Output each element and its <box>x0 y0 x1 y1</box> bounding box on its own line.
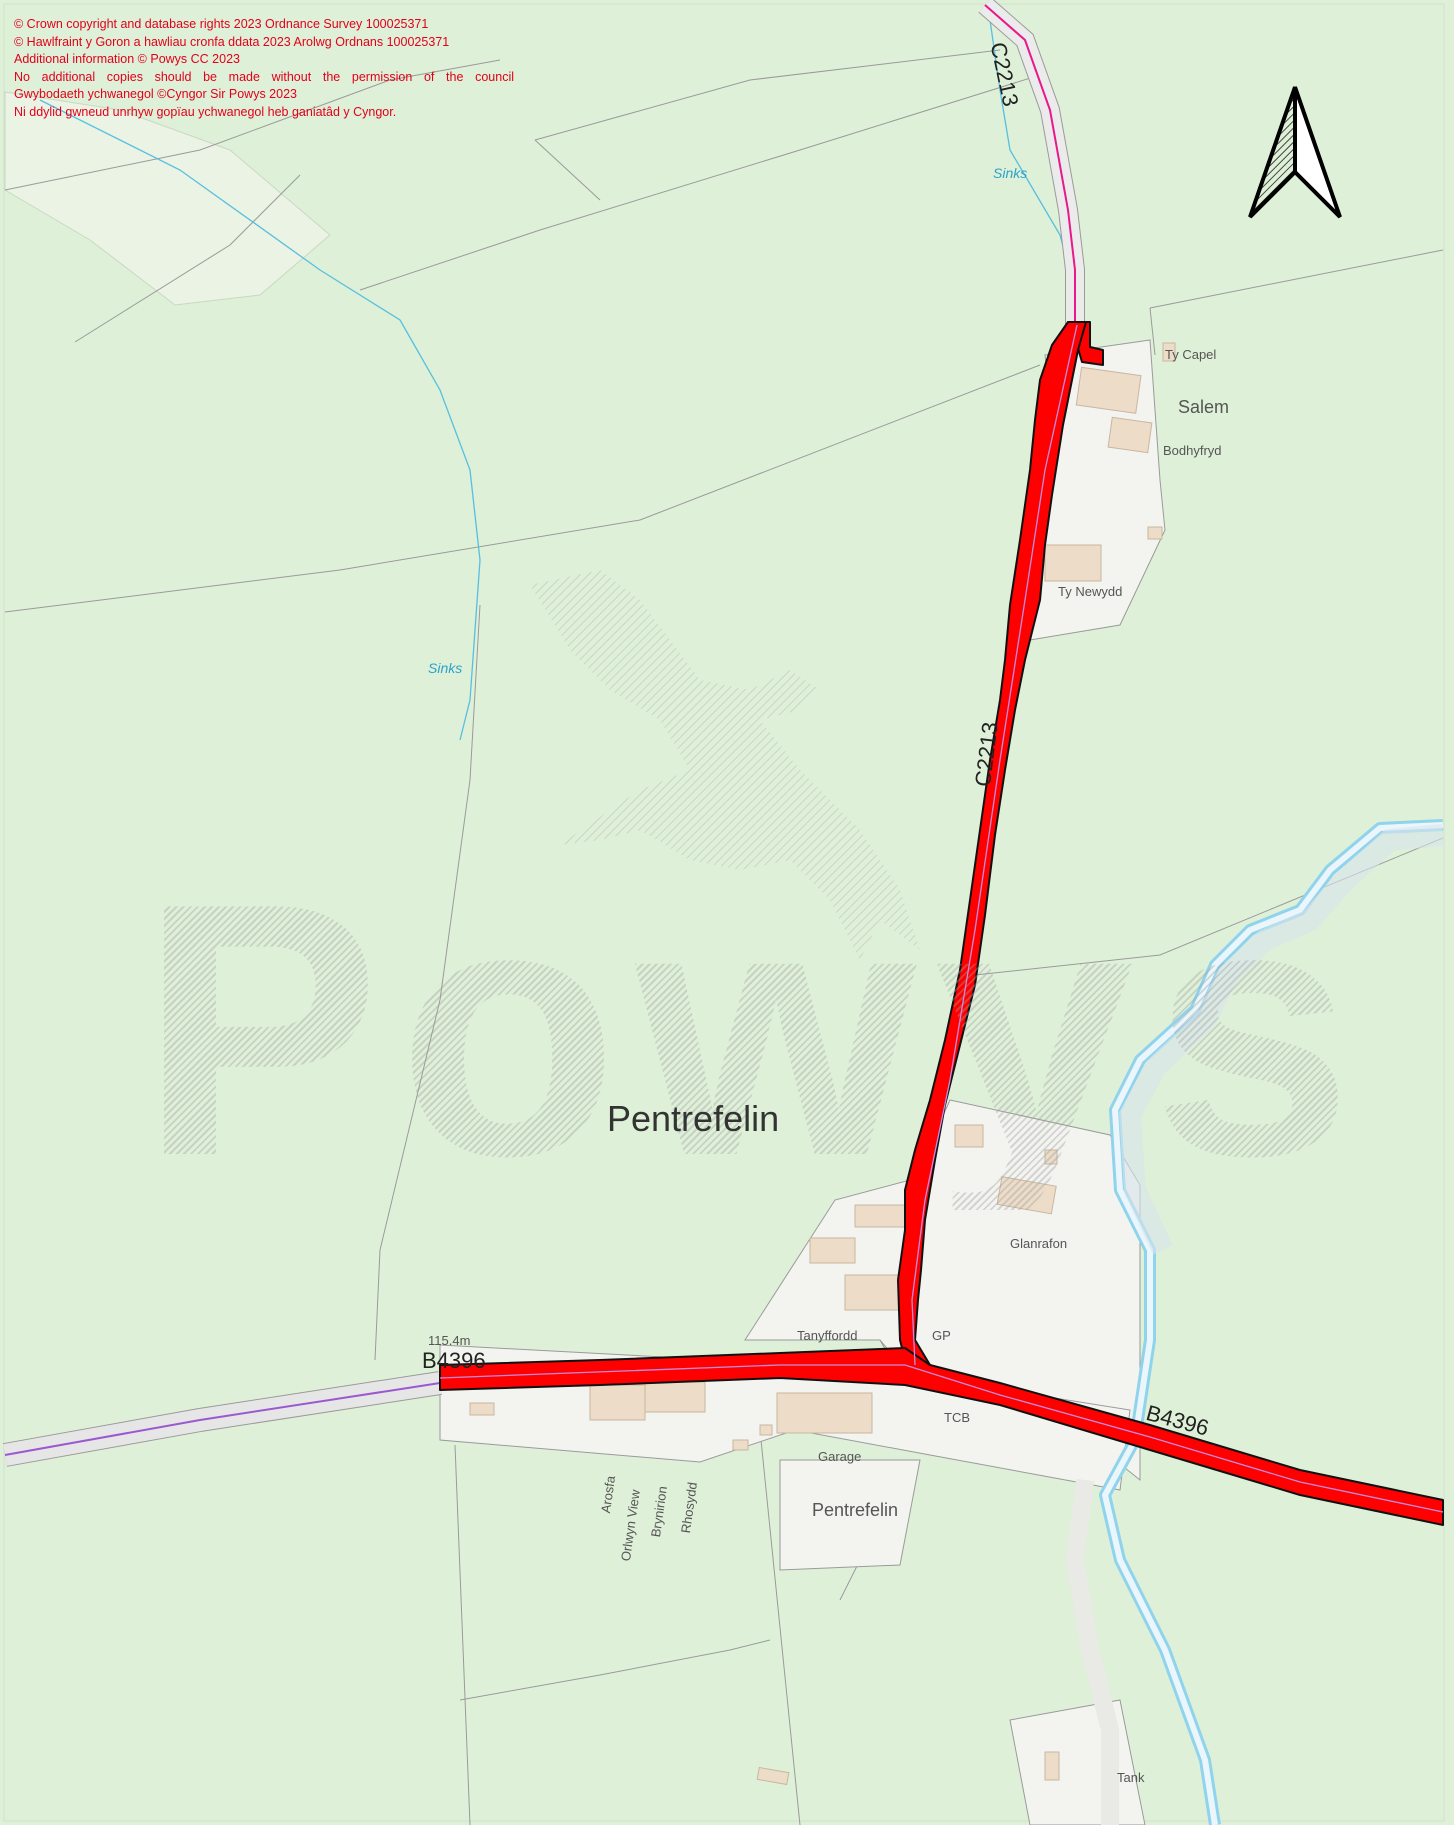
c2213-north-centreline <box>984 4 1076 325</box>
copyright-notice: © Crown copyright and database rights 20… <box>14 16 514 122</box>
road-label-b4396-west: B4396 <box>422 1348 486 1373</box>
river-ribbon <box>1118 824 1445 1255</box>
copyright-line: Ni ddylid gwneud unrhyw gopïau ychwanego… <box>14 104 397 119</box>
building-label-tanyffordd: Tanyffordd <box>797 1328 858 1343</box>
copyright-line: No additional copies should be made with… <box>14 69 514 84</box>
place-name-village-small: Pentrefelin <box>812 1500 899 1520</box>
woodland-area <box>4 91 331 306</box>
building-label-ty-capel: Ty Capel <box>1165 347 1217 362</box>
place-name-hamlet: Salem <box>1178 397 1230 417</box>
copyright-line: © Crown copyright and database rights 20… <box>14 17 429 31</box>
highlight-b4396 <box>439 1347 1444 1526</box>
building-label-tcb: TCB <box>944 1410 970 1425</box>
spot-height: 115.4m <box>428 1333 471 1348</box>
b4396-west-centreline <box>4 1382 441 1456</box>
map-frame <box>3 3 1445 1822</box>
water-label-sinks-north: Sinks <box>993 165 1028 181</box>
river-main-edge <box>1102 822 1444 1825</box>
copyright-line: © Hawlfraint y Goron a hawliau cronfa dd… <box>14 34 450 49</box>
watermark-kite-icon <box>530 570 920 960</box>
place-name-village: Pentrefelin <box>607 1098 780 1139</box>
building-label-tank: Tank <box>1117 1770 1145 1785</box>
field-boundaries <box>4 49 1444 1825</box>
water-label-sinks-west: Sinks <box>428 660 463 676</box>
copyright-line: Additional information © Powys CC 2023 <box>14 52 240 67</box>
stream-west <box>39 99 481 741</box>
building-label-ty-newydd: Ty Newydd <box>1058 584 1123 599</box>
highlight-b4396-centreline <box>439 1364 1444 1513</box>
building-label-bodhyfryd: Bodhyfryd <box>1163 443 1222 458</box>
buildings <box>469 342 1176 1786</box>
copyright-line: Gwybodaeth ychwanegol ©Cyngor Sir Powys … <box>14 87 297 102</box>
building-label-garage: Garage <box>818 1449 862 1464</box>
north-arrow-icon <box>1248 86 1342 219</box>
building-label-glanrafon: Glanrafon <box>1010 1236 1068 1251</box>
highlight-c2213-centreline <box>911 324 1078 1366</box>
track-south <box>1065 1478 1119 1825</box>
building-label-gp: GP <box>932 1328 951 1343</box>
